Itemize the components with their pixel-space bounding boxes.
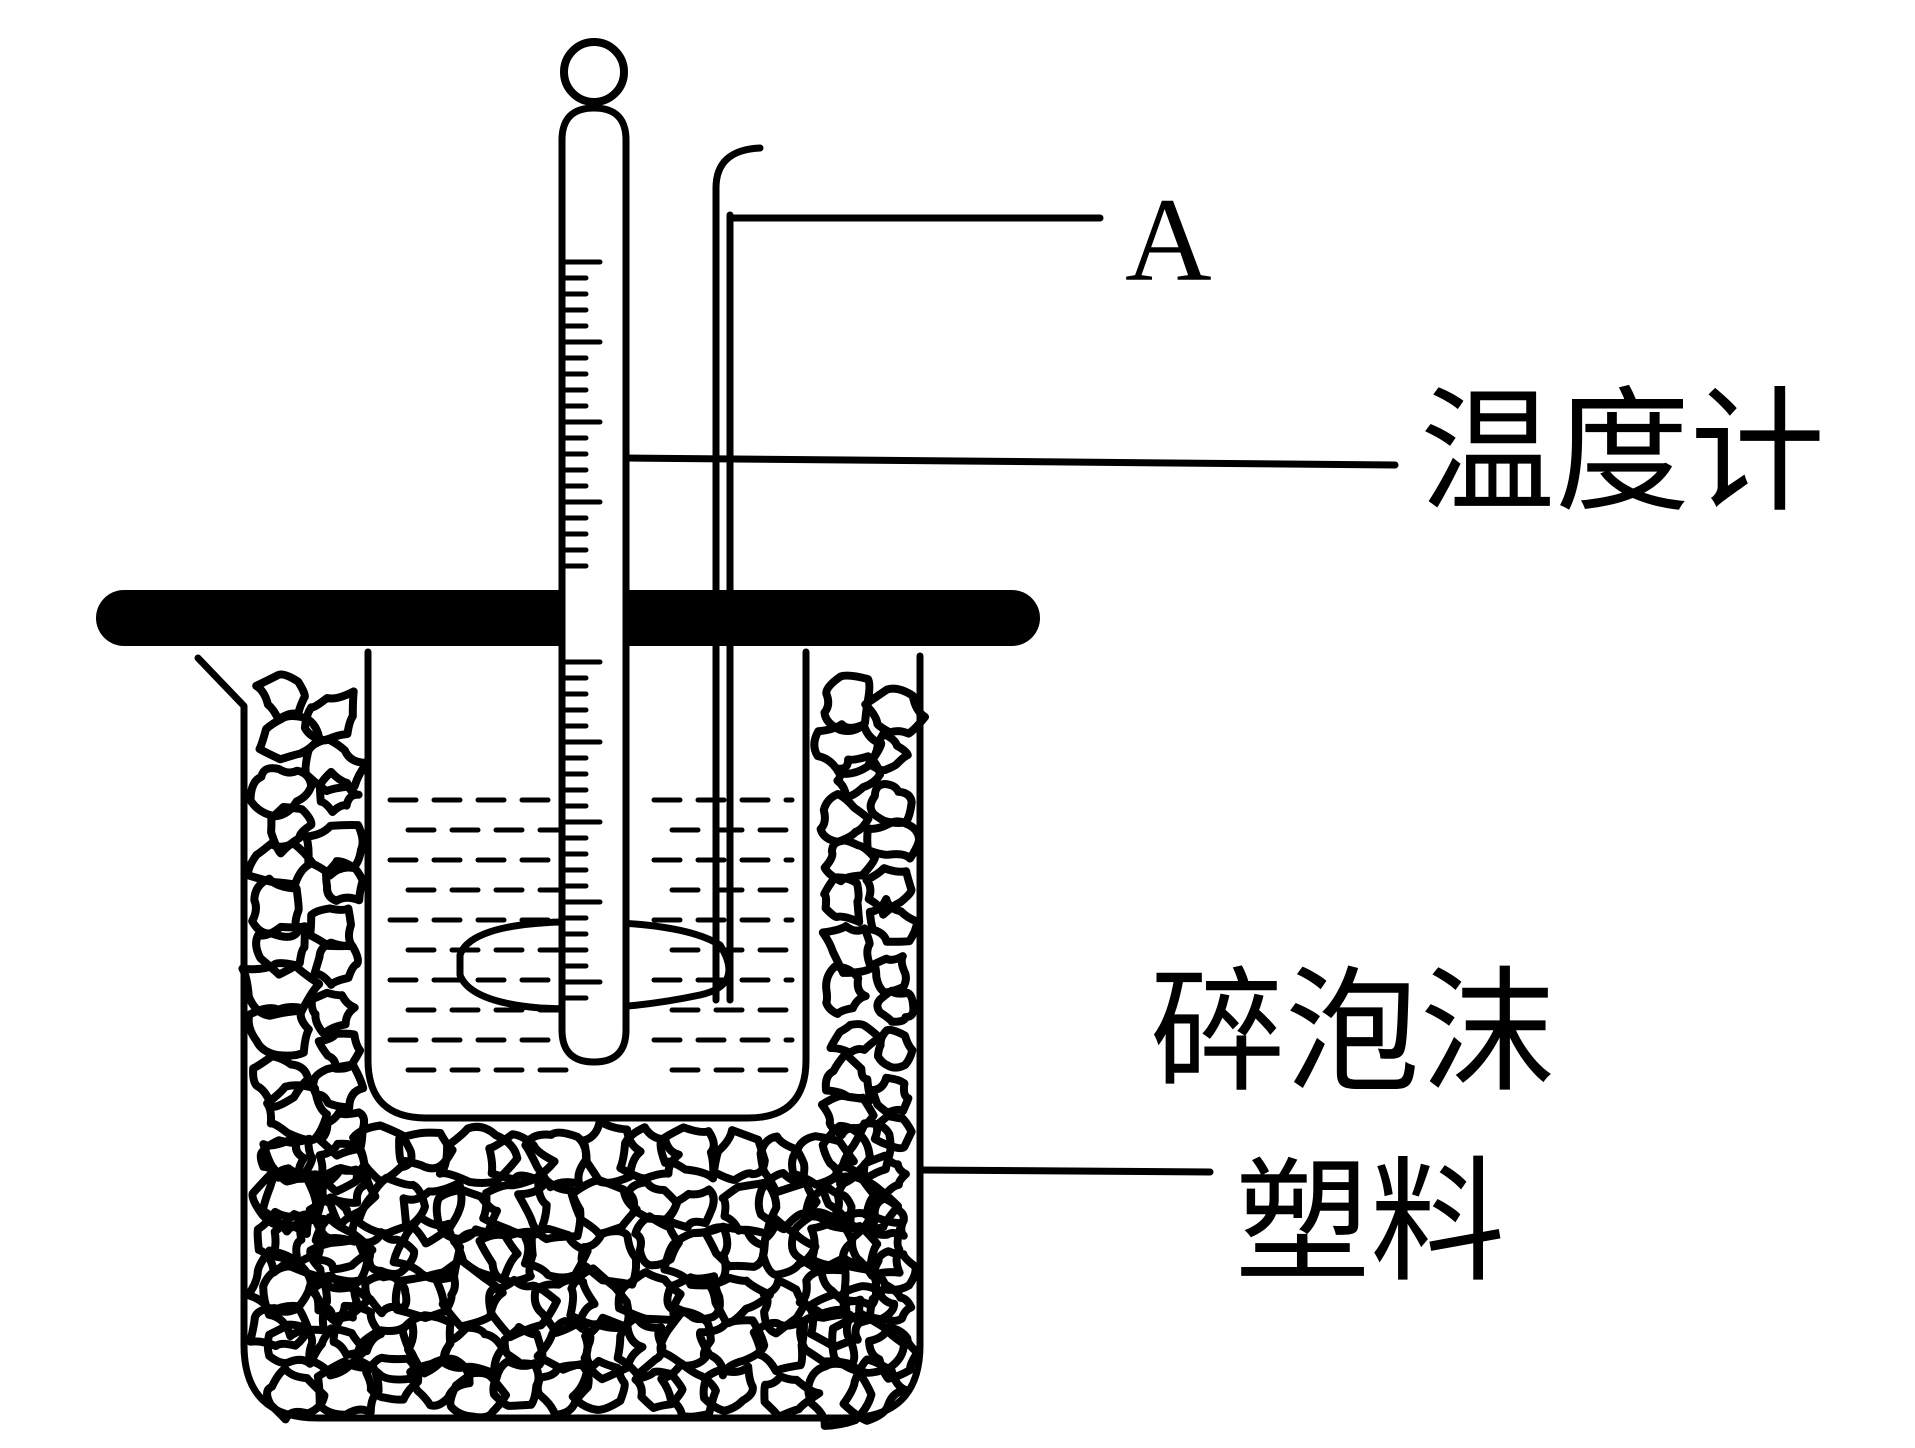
foam-piece [862, 864, 916, 919]
foam-piece [848, 1211, 906, 1280]
leader-line-thermometer [622, 454, 1399, 469]
foam-piece [578, 1117, 645, 1187]
foam-piece [613, 1313, 667, 1379]
foam-piece [865, 895, 922, 946]
foam-piece [656, 1123, 718, 1183]
foam-piece [315, 767, 363, 816]
foam-piece [816, 790, 873, 846]
foam-piece [305, 1271, 373, 1324]
foam-piece [322, 857, 367, 905]
outer-beaker [194, 652, 924, 1422]
foam-piece [760, 1372, 824, 1421]
label-a: A [1125, 173, 1212, 306]
foam-piece [406, 1354, 474, 1410]
foam-piece [362, 1228, 419, 1278]
foam-piece [446, 1368, 510, 1422]
foam-piece [827, 1172, 902, 1234]
foam-piece [255, 712, 324, 764]
foam-piece [246, 764, 316, 821]
foam-piece [818, 922, 876, 977]
foam-piece [866, 780, 916, 828]
foam-piece [310, 938, 362, 989]
foam-piece [244, 839, 317, 889]
foam-piece [699, 1362, 757, 1415]
foam-piece [822, 962, 870, 1018]
foam-piece [833, 752, 885, 801]
foam-piece [485, 1275, 561, 1341]
foam-piece [248, 874, 303, 941]
foam-piece [263, 1364, 329, 1424]
foam-piece [820, 836, 879, 886]
foam-piece [709, 1126, 769, 1184]
foam-piece [865, 1323, 922, 1383]
foam-piece [863, 817, 924, 863]
thermometer-top-loop [560, 38, 628, 106]
foam-piece [577, 1227, 641, 1289]
foam-piece [810, 720, 886, 778]
foam-piece [866, 1281, 916, 1325]
foam-piece [759, 1276, 810, 1338]
label-thermometer: 温度计 [1420, 374, 1825, 531]
foam-piece [703, 1273, 774, 1328]
thermometer-scale [563, 259, 603, 1001]
foam-piece [657, 1359, 720, 1421]
foam-piece [568, 1356, 629, 1414]
foam-piece [873, 1025, 917, 1072]
foam-piece [307, 988, 359, 1039]
foam-piece [395, 1128, 457, 1173]
foam-piece [263, 1081, 331, 1145]
foam-piece [311, 1213, 377, 1274]
foam-piece [701, 1223, 768, 1271]
foam-piece [787, 1208, 856, 1274]
label-foam-line2: 塑料 [1235, 1144, 1505, 1301]
foam-piece [362, 1353, 423, 1404]
foam-piece [695, 1316, 769, 1380]
foam-piece [431, 1255, 507, 1331]
foam-piece [839, 1355, 912, 1425]
foam-piece [663, 1272, 724, 1324]
foam-piece [435, 1122, 522, 1187]
liquid [387, 797, 795, 1073]
foam-piece [754, 1169, 821, 1234]
foam-piece [870, 952, 910, 997]
foam-piece [838, 1119, 895, 1183]
foam-plastic-fill [238, 670, 929, 1430]
foam-piece [656, 1307, 715, 1370]
foam-piece [838, 1282, 899, 1327]
leader-line-foam [916, 1166, 1214, 1176]
foam-piece [868, 1073, 913, 1117]
foam-piece [873, 986, 918, 1026]
label-foam-line1: 碎泡沫 [1150, 954, 1555, 1111]
foam-piece [820, 873, 864, 926]
foam-piece [788, 1132, 858, 1189]
foam-piece [826, 1020, 884, 1057]
foam-piece [300, 687, 358, 745]
foam-piece [870, 1112, 916, 1153]
foam-piece [861, 684, 929, 738]
foam-piece [244, 1003, 313, 1060]
stirrer-rod [712, 144, 764, 1004]
foam-piece [249, 1052, 313, 1111]
foam-piece [661, 1185, 718, 1232]
foam-piece [246, 1304, 313, 1350]
foam-piece [267, 803, 316, 858]
foam-piece [489, 1357, 543, 1410]
foam-piece [263, 1320, 317, 1368]
foam-piece [521, 1128, 591, 1192]
foam-piece [301, 735, 372, 795]
foam-piece [514, 1176, 585, 1244]
foam-piece [520, 1225, 592, 1282]
foam-piece [329, 1301, 385, 1359]
